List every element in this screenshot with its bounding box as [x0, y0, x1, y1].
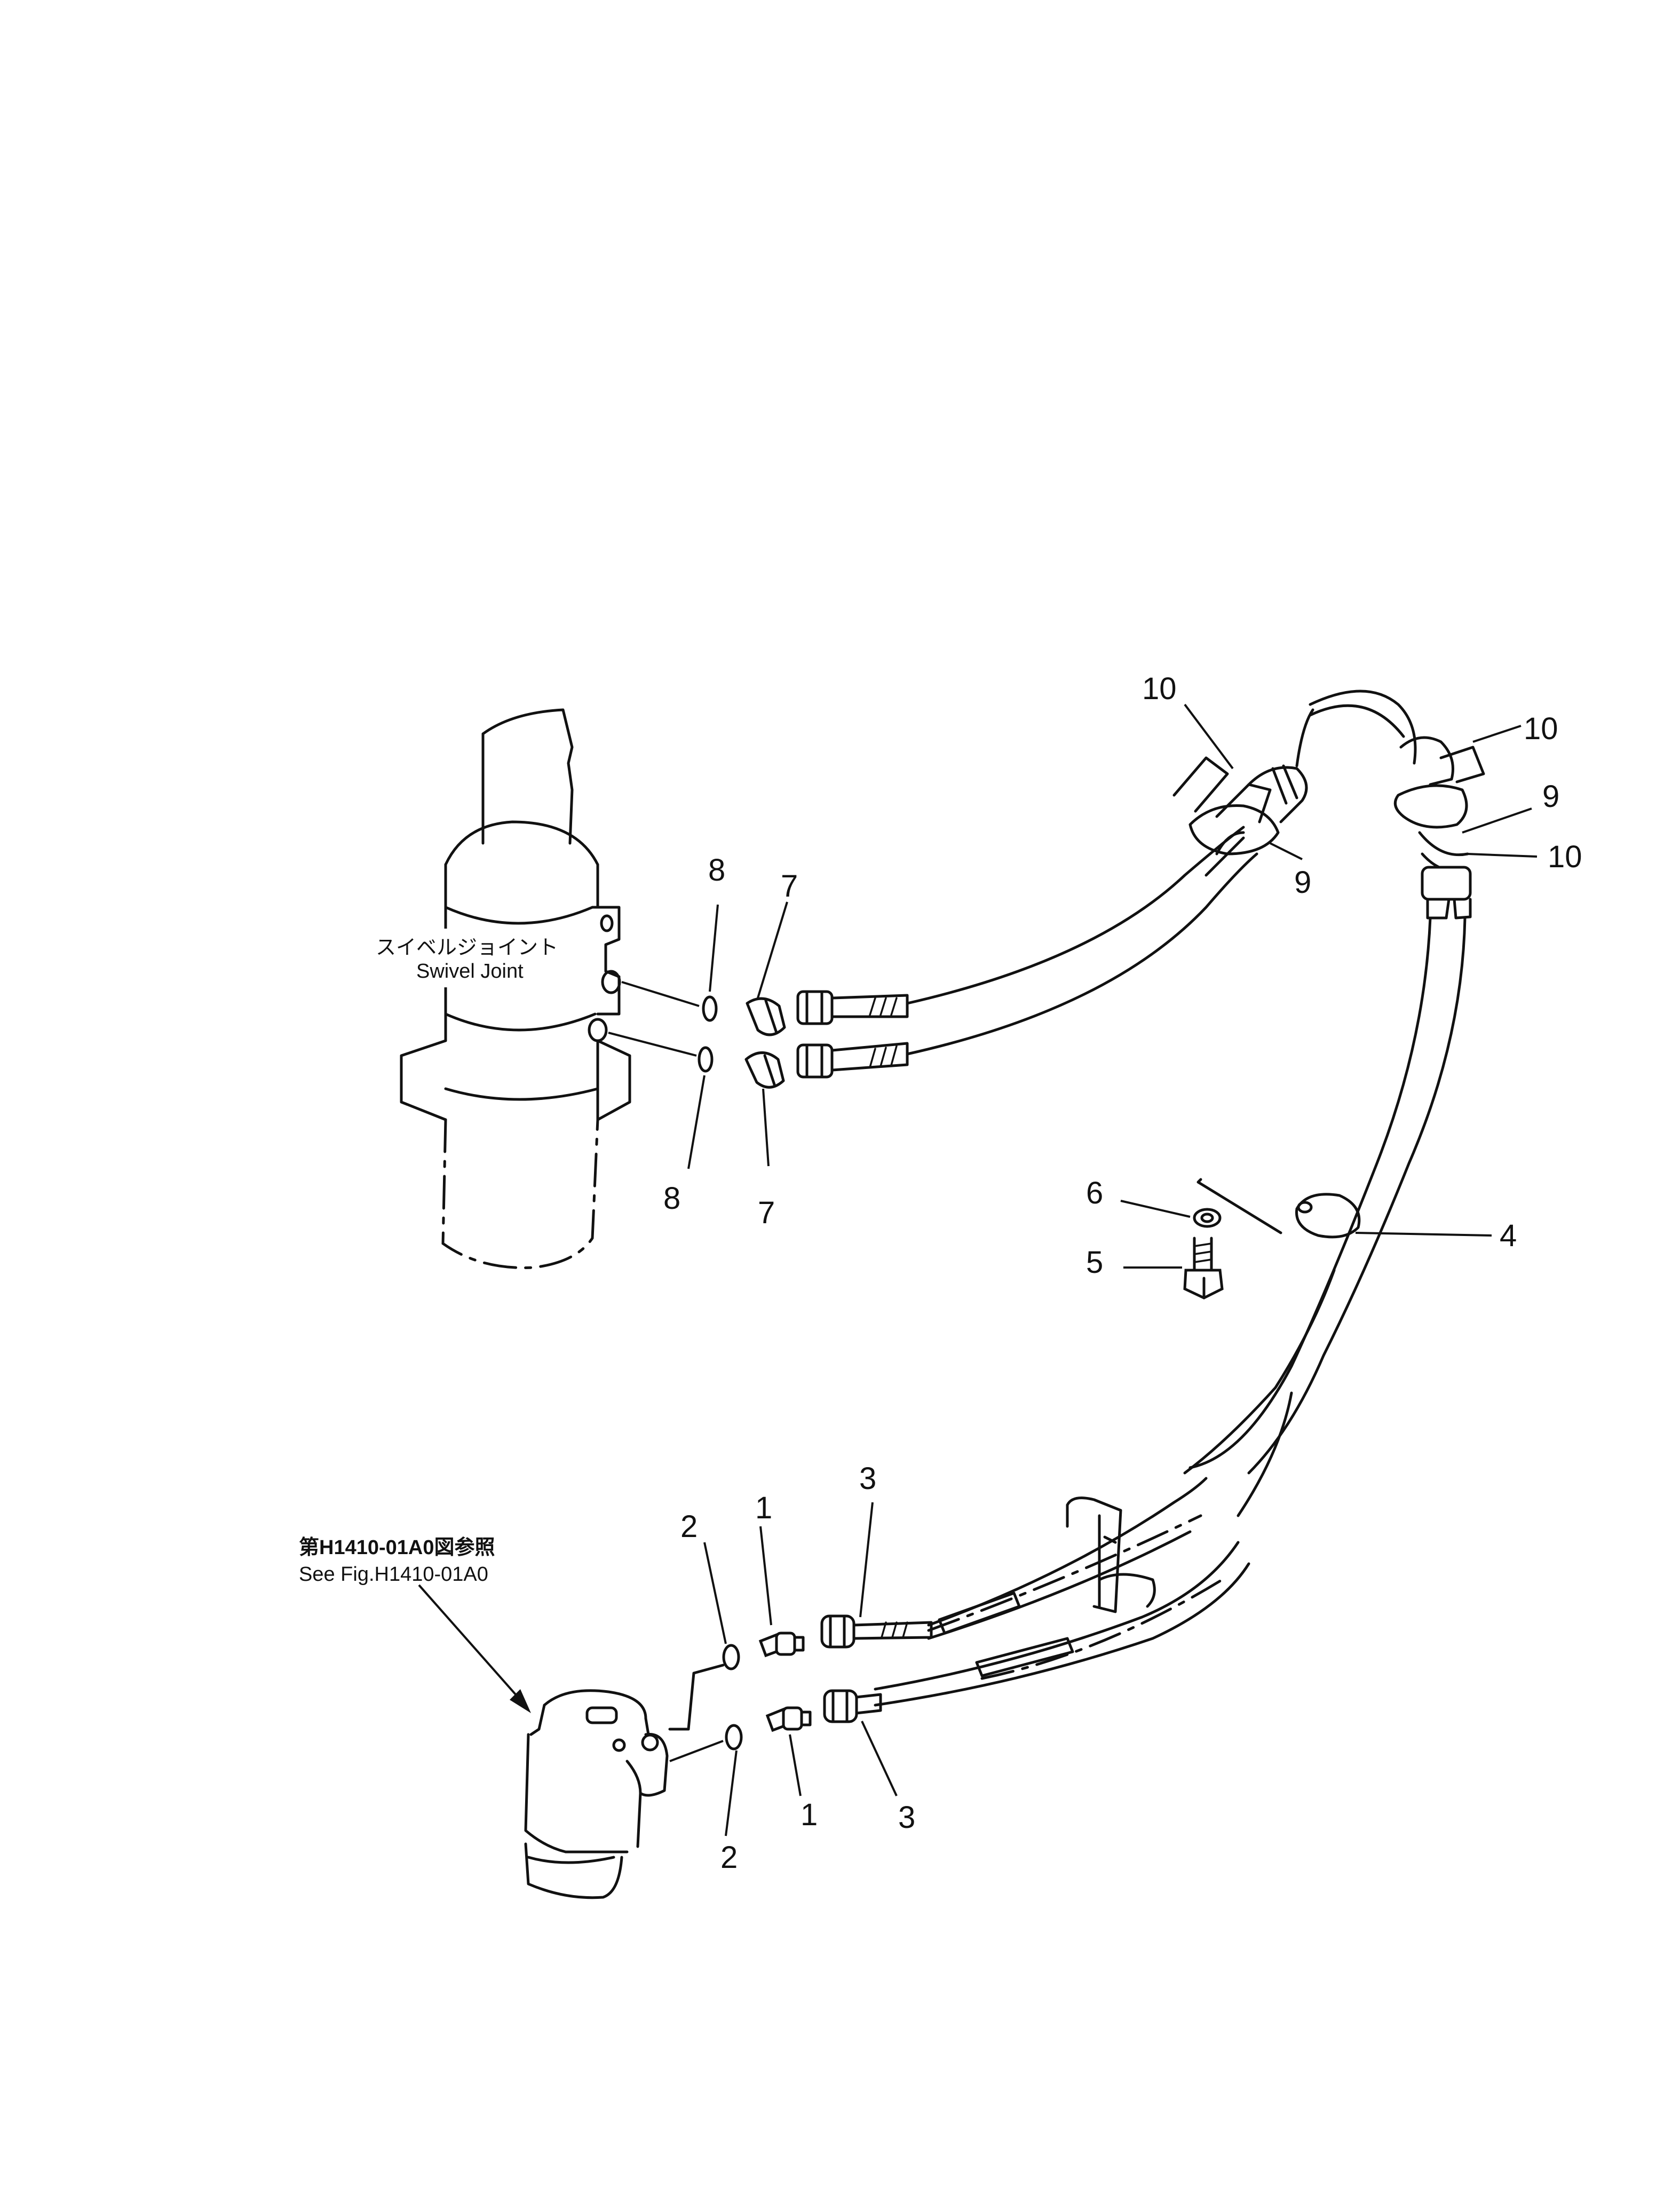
callout-3-upper: 3 — [859, 1461, 876, 1496]
reference-arrow-line — [418, 1584, 521, 1701]
bolt-5 — [1183, 1237, 1224, 1300]
swivel-joint-label-jp: スイベルジョイント — [376, 937, 558, 959]
lower-hose-assembly — [820, 1477, 1250, 1723]
callout-6: 6 — [1086, 1176, 1103, 1210]
swivel-joint-label-en: Swivel Joint — [416, 960, 524, 983]
elbow-fitting-upper — [746, 997, 786, 1036]
reference-label-jp: 第H1410-01A0図参照 — [299, 1536, 495, 1559]
callout-10-upper-left: 10 — [1142, 671, 1177, 706]
connector-1-upper — [758, 1631, 805, 1658]
callout-7-upper: 7 — [781, 869, 798, 904]
o-ring-2-upper — [722, 1644, 740, 1670]
callout-5: 5 — [1086, 1245, 1103, 1280]
callout-10-right: 10 — [1548, 839, 1582, 874]
callout-8-upper: 8 — [708, 853, 725, 888]
callout-8-lower: 8 — [663, 1181, 680, 1216]
callout-9-left: 9 — [1294, 865, 1311, 900]
valve-body — [524, 1664, 725, 1899]
callout-2-upper: 2 — [680, 1509, 698, 1544]
callout-3-lower: 3 — [898, 1800, 915, 1835]
o-ring-2-lower — [725, 1724, 743, 1751]
callout-10-upper-right: 10 — [1524, 711, 1558, 746]
reference-label-en: See Fig.H1410-01A0 — [299, 1563, 488, 1586]
callout-4: 4 — [1500, 1218, 1517, 1253]
clamp-upper-left — [1172, 756, 1308, 877]
callout-9-right: 9 — [1542, 779, 1559, 814]
callout-2-lower: 2 — [720, 1840, 738, 1875]
reference-arrowhead — [510, 1689, 531, 1713]
callout-1-upper: 1 — [755, 1491, 772, 1525]
swivel-joint — [368, 708, 631, 1269]
o-ring-upper — [702, 995, 718, 1022]
hose-fitting-lower — [796, 1042, 909, 1079]
o-ring-lower — [698, 1046, 714, 1073]
elbow-fitting-lower — [744, 1051, 785, 1089]
hose-fitting-upper — [796, 990, 909, 1025]
callout-1-lower: 1 — [801, 1797, 818, 1832]
clamp-upper-right — [1393, 736, 1485, 920]
upper-hose-assembly — [608, 826, 1258, 1089]
callout-7-lower: 7 — [758, 1195, 775, 1230]
washer-6 — [1193, 1208, 1222, 1228]
right-descending-hose — [1183, 916, 1467, 1517]
connector-1-lower — [765, 1706, 812, 1732]
leader-lines — [687, 703, 1538, 1836]
clamp-4 — [1196, 1178, 1361, 1239]
